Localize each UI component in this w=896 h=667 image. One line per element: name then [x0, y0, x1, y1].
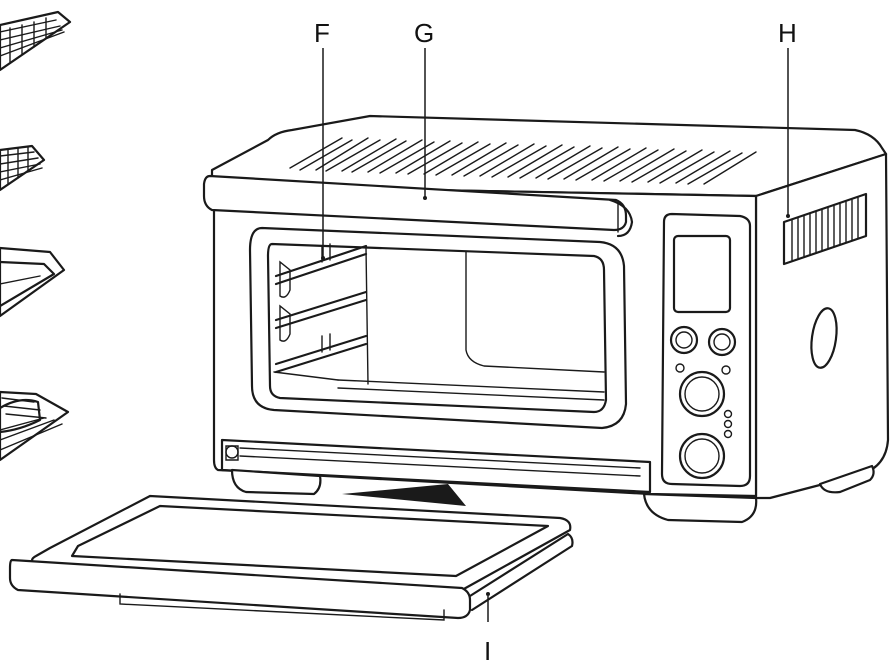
insert-arrow — [342, 484, 466, 506]
crumb-tray — [8, 494, 574, 621]
control-knob-upper[interactable] — [678, 370, 726, 418]
side-oval-handle — [810, 307, 838, 369]
accessory-stack — [0, 10, 72, 462]
air-fry-basket — [0, 390, 70, 462]
broil-rack — [0, 144, 46, 192]
label-H: H — [778, 18, 797, 48]
control-button-left[interactable] — [669, 325, 699, 355]
door-handle — [202, 174, 634, 238]
leader-lines — [321, 48, 790, 622]
rack-supports — [274, 243, 368, 374]
control-panel — [660, 212, 752, 488]
control-knob-lower[interactable] — [678, 432, 726, 480]
oven-door-window — [266, 242, 608, 414]
top-vent-slats — [289, 137, 757, 185]
side-vent — [782, 192, 868, 266]
control-button-right[interactable] — [707, 327, 737, 357]
crumb-tray-slot — [220, 438, 652, 494]
oven-interior — [273, 247, 605, 401]
roasting-pan — [0, 246, 66, 318]
label-I: I — [484, 636, 491, 666]
oven-feet — [230, 464, 875, 524]
lcd-display — [672, 234, 732, 314]
label-F: F — [314, 18, 330, 48]
wire-rack — [0, 10, 72, 72]
label-G: G — [414, 18, 434, 48]
toaster-oven — [202, 114, 890, 524]
